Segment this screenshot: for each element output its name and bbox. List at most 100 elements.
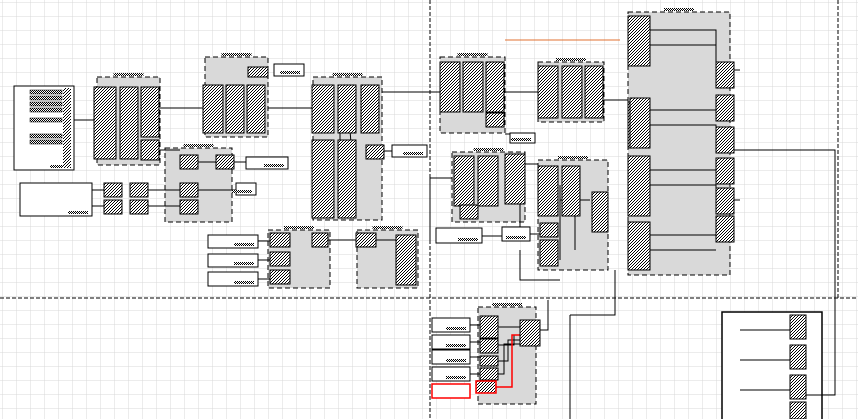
function-block-11[interactable] [360, 84, 380, 134]
function-block-54[interactable] [715, 187, 735, 215]
function-block-5[interactable] [202, 84, 224, 134]
function-block-41[interactable] [537, 165, 559, 217]
signal-wire-39[interactable] [650, 29, 717, 75]
selected-parameter-box[interactable] [431, 383, 471, 399]
panel-entry-6 [29, 133, 63, 139]
function-block-34[interactable] [561, 65, 583, 119]
function-block-28[interactable] [395, 234, 417, 286]
function-block-49[interactable] [627, 221, 651, 271]
function-block-43[interactable] [591, 191, 609, 233]
function-block-19[interactable] [129, 182, 149, 198]
function-block-50[interactable] [715, 61, 735, 89]
function-block-53[interactable] [715, 157, 735, 185]
function-block-14[interactable] [365, 144, 385, 160]
parameter-box-6[interactable] [391, 144, 428, 158]
function-block-29[interactable] [439, 61, 461, 113]
parameter-box-text-1 [50, 165, 70, 168]
function-block-38[interactable] [477, 155, 499, 207]
signal-wire-30[interactable] [540, 300, 549, 331]
signal-wire-27[interactable] [730, 149, 836, 396]
subsystem-label-5 [284, 226, 314, 229]
subsystem-label-3 [332, 73, 363, 76]
function-block-32[interactable] [485, 112, 505, 128]
function-block-31[interactable] [485, 61, 505, 113]
function-block-24[interactable] [269, 251, 291, 267]
function-block-3[interactable] [140, 86, 160, 138]
function-block-48[interactable] [627, 155, 651, 217]
function-block-44[interactable] [539, 222, 559, 238]
function-block-30[interactable] [462, 61, 484, 113]
panel-port-column [63, 88, 71, 168]
function-block-23[interactable] [269, 232, 291, 248]
function-block-55[interactable] [715, 215, 735, 243]
parameter-box-4[interactable] [207, 253, 259, 268]
function-block-42[interactable] [561, 165, 581, 217]
function-block-57[interactable] [479, 338, 499, 354]
function-block-40[interactable] [459, 204, 479, 220]
function-block-46[interactable] [627, 15, 651, 67]
function-block-20[interactable] [129, 199, 149, 215]
panel-entry-3 [29, 101, 63, 107]
function-block-18[interactable] [103, 199, 123, 215]
parameter-box-text-12 [506, 236, 526, 239]
signal-wire-28[interactable] [570, 270, 616, 316]
function-block-13[interactable] [337, 139, 357, 219]
parameter-box-text-16 [446, 376, 466, 379]
function-block-35[interactable] [584, 65, 604, 119]
function-block-16[interactable] [215, 154, 235, 170]
subsystem-label-1 [113, 73, 144, 76]
panel-entry-1 [29, 89, 63, 95]
parameter-box-9[interactable] [235, 182, 257, 196]
function-block-33[interactable] [537, 65, 559, 119]
parameter-box-7[interactable] [273, 63, 305, 77]
function-block-52[interactable] [715, 126, 735, 154]
function-block-61[interactable] [789, 314, 807, 340]
function-block-9[interactable] [311, 84, 335, 134]
function-block-56[interactable] [479, 315, 499, 339]
panel-entry-4 [29, 107, 63, 113]
function-block-51[interactable] [715, 94, 735, 122]
parameter-box-text-2 [68, 211, 88, 214]
parameter-box-3[interactable] [207, 234, 259, 249]
function-block-15[interactable] [179, 154, 199, 170]
function-block-21[interactable] [179, 182, 199, 198]
function-block-12[interactable] [311, 139, 335, 219]
function-block-7[interactable] [246, 84, 266, 134]
subsystem-label-9 [473, 148, 504, 151]
parameter-box-text-15 [446, 359, 466, 362]
function-block-59[interactable] [479, 367, 499, 381]
function-block-58[interactable] [479, 355, 499, 367]
function-block-17[interactable] [103, 182, 123, 198]
function-block-62[interactable] [789, 344, 807, 370]
function-block-60[interactable] [519, 319, 541, 347]
function-block-26[interactable] [311, 232, 329, 248]
function-block-22[interactable] [179, 199, 199, 215]
function-block-8[interactable] [247, 66, 269, 78]
function-block-2[interactable] [119, 86, 139, 160]
parameter-box-2[interactable] [19, 182, 93, 217]
function-block-63[interactable] [789, 374, 807, 400]
function-block-1[interactable] [93, 86, 117, 160]
parameter-box-text-8 [264, 164, 284, 167]
selected-signal-wire[interactable] [496, 334, 520, 388]
function-block-45[interactable] [539, 239, 559, 267]
function-block-47[interactable] [629, 97, 651, 149]
function-block-39[interactable] [504, 153, 526, 205]
subsystem-label-4 [183, 144, 214, 147]
output-bank-group[interactable] [721, 311, 823, 419]
parameter-box-text-4 [234, 262, 254, 265]
selected-function-block[interactable] [475, 380, 497, 394]
function-block-27[interactable] [355, 232, 377, 248]
function-block-37[interactable] [453, 155, 475, 207]
function-block-64[interactable] [789, 401, 807, 419]
parameter-box-text-11 [511, 138, 531, 141]
signal-wire-37[interactable] [498, 339, 520, 362]
signal-wire-26[interactable] [519, 250, 560, 281]
function-block-25[interactable] [269, 269, 291, 285]
function-block-10[interactable] [337, 84, 357, 134]
function-block-4[interactable] [140, 139, 160, 161]
parameter-box-8[interactable] [245, 156, 289, 170]
function-block-6[interactable] [225, 84, 245, 134]
panel-entry-2 [29, 95, 63, 101]
